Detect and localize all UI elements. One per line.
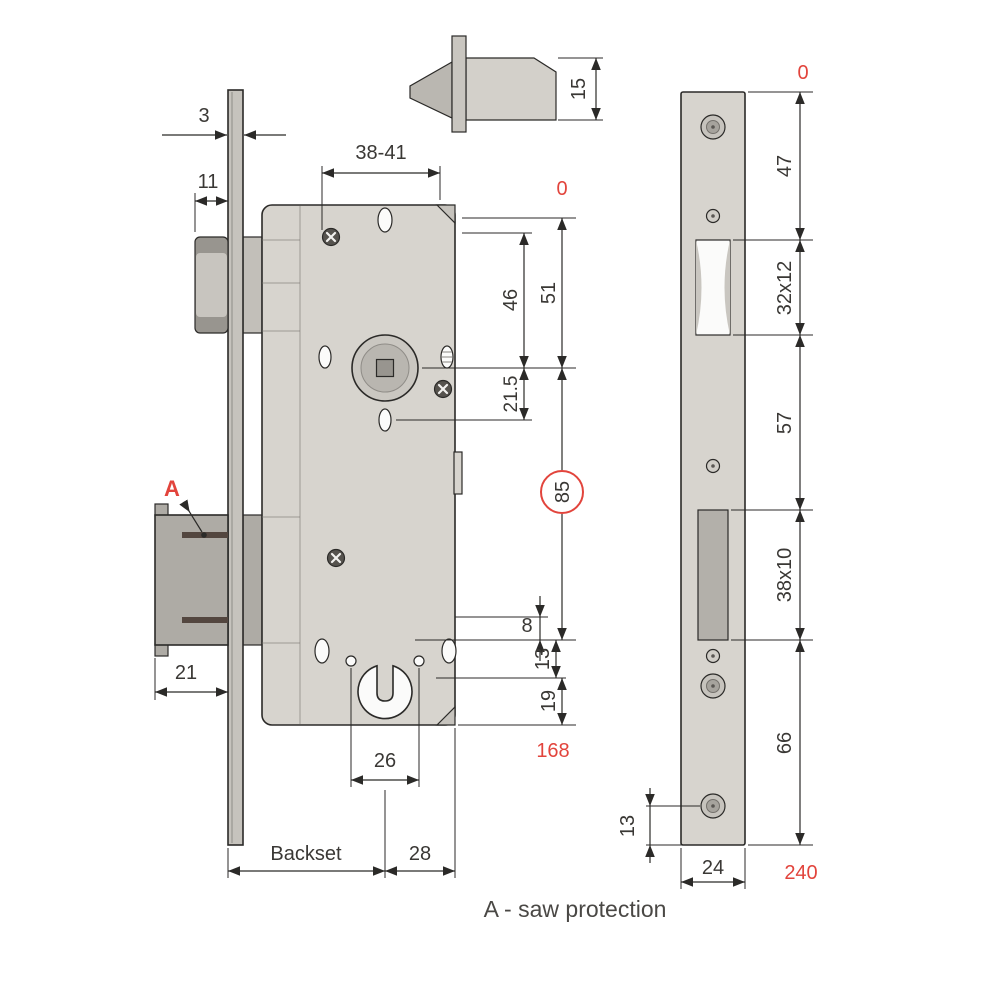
dim-bolt-throw: 21 xyxy=(175,662,197,684)
dim-85-circle xyxy=(540,470,584,514)
dim-latch-protrusion: 11 xyxy=(198,171,219,193)
hole-below-hub xyxy=(378,408,392,432)
euro-cylinder-hole xyxy=(357,664,413,720)
dim-32x12: 32x12 xyxy=(774,261,796,316)
dim-19: 19 xyxy=(538,690,560,712)
case-screw-3 xyxy=(326,548,346,568)
dim-47: 47 xyxy=(774,155,796,177)
deadbolt-cutout xyxy=(697,509,729,641)
dim-8: 8 xyxy=(521,615,532,637)
top-fixing-slot xyxy=(377,207,393,233)
dim-26: 26 xyxy=(374,750,396,772)
lock-case-body xyxy=(261,204,463,726)
case-screw-2 xyxy=(433,379,453,399)
chamfer-bottom-right xyxy=(435,705,456,726)
caption-saw-protection: A - saw protection xyxy=(484,896,667,922)
follower-hub xyxy=(351,334,419,402)
hole-left-of-cylinder xyxy=(314,638,330,664)
dim-57: 57 xyxy=(774,412,796,434)
ref-zero-right: 0 xyxy=(797,62,808,84)
front-view-dimensions: 0 47 32x12 57 38x10 66 240 24 13 xyxy=(617,62,818,889)
chamfer-top-right xyxy=(435,204,456,225)
faceplate-screw-bottom xyxy=(700,793,726,819)
dim-85: 85 xyxy=(552,481,574,503)
faceplate-cross-section xyxy=(451,35,467,133)
dim-13-left: 13 xyxy=(532,648,554,670)
dim-46: 46 xyxy=(500,289,522,311)
pointer-a-label: A xyxy=(164,476,180,501)
latch-curve-left xyxy=(696,240,702,335)
spindle-square-hole xyxy=(375,358,395,378)
faceplate-screw-top xyxy=(700,114,726,140)
faceplate-front-view xyxy=(680,91,746,846)
pin-hole-2 xyxy=(705,458,721,474)
dim-240: 240 xyxy=(784,862,817,884)
pointer-a-leader xyxy=(179,499,203,533)
dim-hub-range: 38-41 xyxy=(355,142,406,164)
backset-label: Backset xyxy=(270,843,342,865)
latch-body-plan xyxy=(465,57,557,121)
lock-case-side-view xyxy=(154,89,463,846)
pin-hole-3 xyxy=(705,648,721,664)
dim-plate-thickness: 3 xyxy=(198,105,209,127)
case-screw-1 xyxy=(321,227,341,247)
hole-left-of-hub xyxy=(318,345,332,369)
case-side-tab xyxy=(453,451,463,495)
latch-head-plan xyxy=(409,60,453,119)
hole-right-of-hub xyxy=(440,345,454,369)
hole-right-of-cylinder xyxy=(441,638,457,664)
latch-cutout xyxy=(695,239,731,336)
dim-51: 51 xyxy=(538,282,560,304)
pointer-dot xyxy=(201,532,207,538)
dim-66: 66 xyxy=(774,732,796,754)
dim-168: 168 xyxy=(536,740,569,762)
pin-hole-1 xyxy=(705,208,721,224)
saw-protection-pin-bottom xyxy=(182,617,228,623)
latch-pass-through xyxy=(242,236,263,334)
deadbolt-side xyxy=(154,503,229,657)
dim-28: 28 xyxy=(409,843,431,865)
faceplate-screw-middle xyxy=(700,673,726,699)
fixing-hole-left xyxy=(345,655,357,667)
latch-bolt-face xyxy=(196,253,227,317)
ref-zero-left: 0 xyxy=(556,178,567,200)
faceplate-edge xyxy=(227,89,244,846)
dim-21-5: 21.5 xyxy=(501,376,522,413)
latch-curve-right xyxy=(724,240,730,335)
latch-plan-detail: 15 xyxy=(409,35,603,133)
latch-bolt-side xyxy=(194,236,229,334)
dim-38x10: 38x10 xyxy=(774,548,796,603)
dim-latch-height: 15 xyxy=(568,78,590,100)
dim-24: 24 xyxy=(702,857,724,879)
left-view-dimensions: 3 11 38-41 0 51 46 21.5 85 xyxy=(154,105,584,878)
fixing-hole-right xyxy=(413,655,425,667)
deadbolt-pass-through xyxy=(242,514,263,646)
dim-13-right: 13 xyxy=(617,815,639,837)
